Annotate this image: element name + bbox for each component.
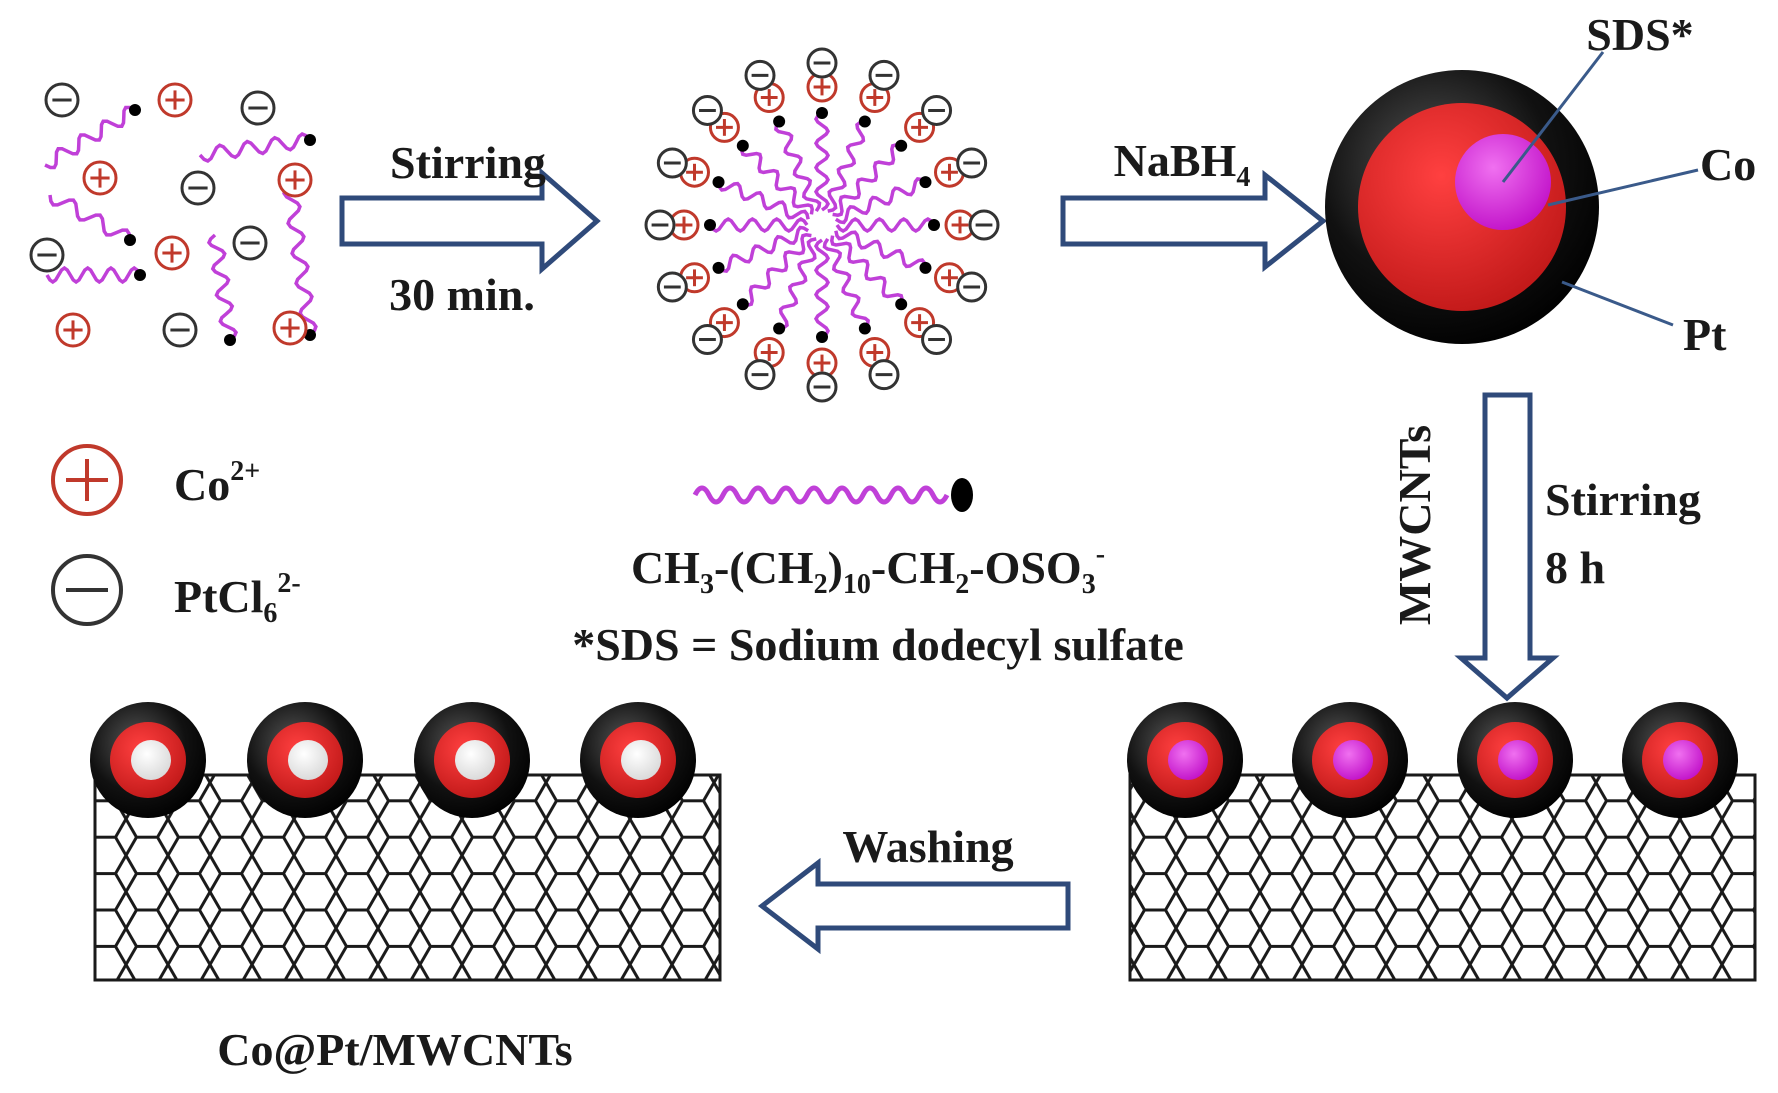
surfactant-molecule xyxy=(822,237,871,335)
anion-symbol xyxy=(644,209,676,241)
cation-legend-symbol xyxy=(51,444,123,516)
middle-leader-line xyxy=(1547,168,1699,207)
anion-symbol xyxy=(956,147,988,179)
step2-label: NaBH4 xyxy=(1114,135,1251,193)
anion-symbol xyxy=(868,359,900,391)
cation-symbol xyxy=(154,235,190,271)
product-label: Co@Pt/MWCNTs xyxy=(217,1024,572,1075)
sds-molecule-symbol xyxy=(692,478,973,512)
surfactant-molecule xyxy=(835,216,940,234)
anion-symbol xyxy=(240,90,276,126)
supported-core-shell-particle xyxy=(247,702,363,818)
core-label: SDS* xyxy=(1586,9,1693,60)
anion-symbol xyxy=(868,59,900,91)
arrow-nabh4 xyxy=(1060,169,1328,273)
shell-leader-line xyxy=(1561,280,1674,327)
step1-time: 30 min. xyxy=(389,269,535,320)
surfactant-molecule xyxy=(830,235,908,311)
anion-symbol xyxy=(656,271,688,303)
surfactant-molecule xyxy=(712,225,810,274)
arrow-washing xyxy=(757,857,1071,955)
supported-particles-row xyxy=(1127,702,1738,818)
anion-symbol xyxy=(232,225,268,261)
anion-symbol xyxy=(180,170,216,206)
anion-symbol xyxy=(968,209,1000,241)
supported-core-shell-particle xyxy=(90,702,206,818)
surfactant-molecule xyxy=(736,139,814,215)
sds-micelle xyxy=(644,47,1000,403)
anion-symbol xyxy=(921,94,953,126)
surfactant-molecule xyxy=(704,216,809,234)
anion-symbol xyxy=(806,371,838,403)
anion-symbol xyxy=(744,59,776,91)
cation-symbol xyxy=(272,310,308,346)
unassembled-surfactant-mixture xyxy=(29,82,318,348)
surfactant-molecule xyxy=(712,176,810,220)
surfactant-molecule xyxy=(44,104,141,170)
anion-symbol xyxy=(656,147,688,179)
supported-core-shell-particle xyxy=(1292,702,1408,818)
arrow-stirring xyxy=(339,167,601,275)
cation-symbol xyxy=(55,312,91,348)
step4-label: Washing xyxy=(842,821,1013,872)
anion-symbol xyxy=(744,359,776,391)
anion-legend-symbol xyxy=(51,554,123,626)
washed-particles-row xyxy=(90,702,696,818)
surfactant-molecule xyxy=(832,139,908,217)
anion-symbol xyxy=(691,94,723,126)
core-leader-line xyxy=(1501,51,1605,183)
anion-symbol xyxy=(162,312,198,348)
supported-core-shell-particle xyxy=(580,702,696,818)
arrow-down-mwcnts xyxy=(1454,392,1560,702)
surfactant-molecule xyxy=(206,233,239,346)
sds-formula: CH3-(CH2)10-CH2-OSO3- xyxy=(631,539,1105,600)
shell-label: Pt xyxy=(1683,309,1727,360)
anion-symbol xyxy=(44,82,80,118)
anion-symbol xyxy=(956,271,988,303)
surfactant-molecule xyxy=(813,107,831,212)
step1-label: Stirring xyxy=(390,137,546,188)
surfactant-molecule xyxy=(773,115,822,213)
supported-core-shell-particle xyxy=(1127,702,1243,818)
step3-label: Stirring xyxy=(1545,474,1701,525)
surfactant-molecule xyxy=(834,230,932,274)
surfactant-molecule xyxy=(827,115,871,213)
cation-symbol xyxy=(82,160,118,196)
cation-symbol xyxy=(277,162,313,198)
supported-core-shell-particle xyxy=(1622,702,1738,818)
surfactant-molecule xyxy=(48,194,136,246)
anion-symbol xyxy=(29,237,65,273)
supported-core-shell-particle xyxy=(414,702,530,818)
cation-symbol xyxy=(157,82,193,118)
surfactant-molecule xyxy=(45,265,146,285)
anion-symbol xyxy=(691,324,723,356)
anion-symbol xyxy=(921,324,953,356)
surfactant-molecule xyxy=(773,237,817,335)
surfactant-molecule xyxy=(813,238,831,343)
supported-core-shell-particle xyxy=(1457,702,1573,818)
anion-legend-label: PtCl62- xyxy=(174,568,301,629)
core-shell-particle xyxy=(1325,51,1699,344)
legend: Co2+ PtCl62- xyxy=(51,444,301,629)
step3-time: 8 h xyxy=(1545,542,1605,593)
step3-reagent: MWCNTs xyxy=(1389,425,1440,625)
surfactant-molecule xyxy=(834,176,932,225)
sds-footnote: *SDS = Sodium dodecyl sulfate xyxy=(572,619,1184,670)
anion-symbol xyxy=(806,47,838,79)
cation-legend-label: Co2+ xyxy=(174,456,260,510)
surfactant-molecule xyxy=(198,131,316,164)
surfactant-molecule xyxy=(736,233,812,311)
middle-label: Co xyxy=(1700,139,1756,190)
